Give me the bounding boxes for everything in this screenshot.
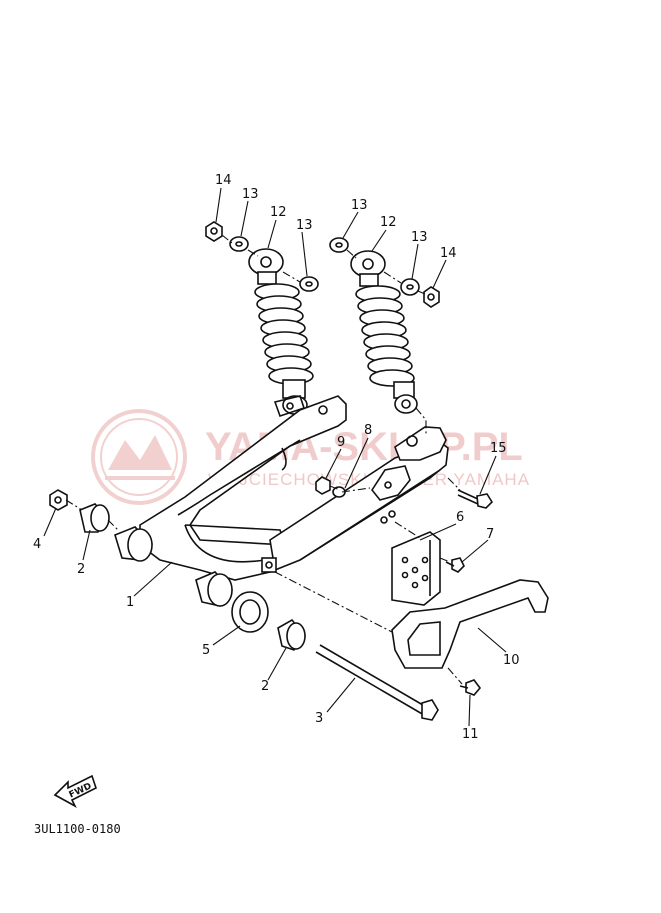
callout-9: 9 [337,435,345,450]
callout-13-b: 13 [296,218,313,233]
pivot-shaft [315,644,439,721]
swing-arm [139,395,449,581]
collar-5 [231,591,269,633]
callout-4: 4 [33,537,41,552]
washer-13-b [299,276,319,292]
nut-9 [315,476,331,495]
left-spring [254,283,314,385]
callout-12-right: 12 [380,215,397,230]
right-spring [355,285,415,387]
bolt-15 [457,489,494,509]
callout-8: 8 [364,423,372,438]
bush-2-upper [79,503,110,533]
callout-12-left: 12 [270,205,287,220]
callout-6: 6 [456,510,464,525]
diagram-code: 3UL1100-0180 [34,822,121,836]
callout-15: 15 [490,441,507,456]
collar-4 [49,489,68,511]
callout-11: 11 [462,727,479,742]
callout-2-lower: 2 [261,679,269,694]
callout-numbers: 14 13 12 13 13 12 13 14 9 8 15 6 7 4 2 1… [33,173,520,742]
assembly-lines [65,234,463,685]
nut-14-right [423,286,440,308]
bush-right-pivot [195,571,234,607]
bolt-11 [459,679,482,696]
bush-left-pivot [114,526,154,562]
callout-14-right: 14 [440,246,457,261]
bush-2-lower [277,618,307,651]
callout-7: 7 [486,527,494,542]
washer-13-a [229,236,249,252]
left-shock-absorber [248,248,314,415]
nut-14-left [205,221,223,242]
callout-5: 5 [202,643,210,658]
callout-13-c: 13 [351,198,368,213]
pivot-parts [49,489,307,651]
watermark-logo [91,409,187,505]
leader-lines [43,187,507,727]
fwd-arrow: FWD [53,774,97,808]
right-shock-absorber [350,250,418,414]
callout-13-a: 13 [242,187,259,202]
bracket-6 [391,531,441,606]
callout-14-left: 14 [215,173,232,188]
washer-13-c [329,237,349,253]
callout-13-d: 13 [411,230,428,245]
washer-13-d [400,278,420,296]
callout-2-upper: 2 [77,562,85,577]
bracket-10 [391,579,549,669]
top-hardware [205,221,440,308]
callout-10: 10 [503,653,520,668]
callout-1: 1 [126,595,134,610]
callout-3: 3 [315,711,323,726]
bolt-7 [445,557,465,573]
